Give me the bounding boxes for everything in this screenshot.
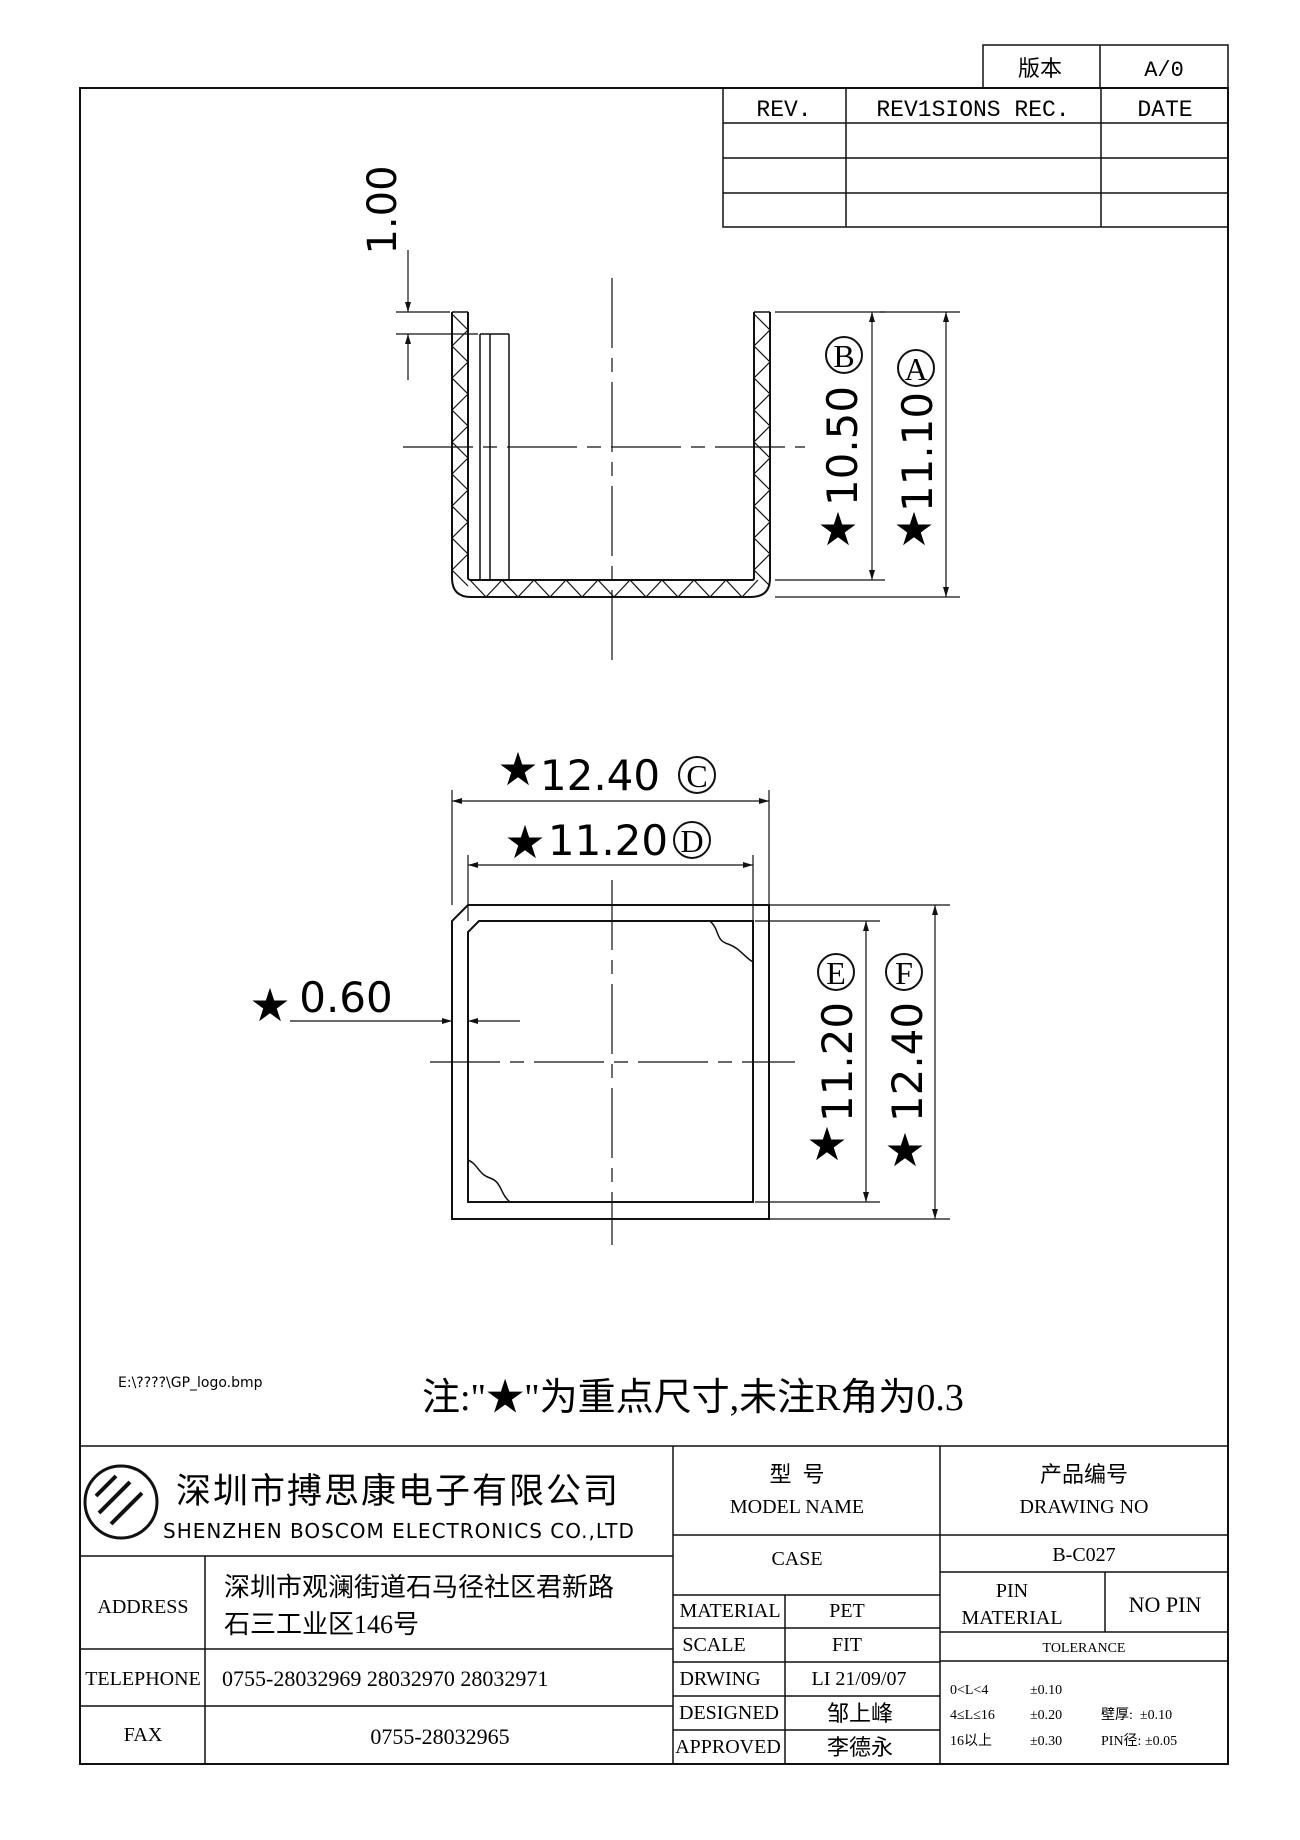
pin-material-label-2: MATERIAL <box>961 1607 1062 1629</box>
pin-value: NO PIN <box>1129 1592 1202 1617</box>
dim-wall: 0.60 <box>299 973 393 1022</box>
dim-A-value: 11.10 <box>893 392 942 512</box>
star-A: ★ <box>893 502 934 556</box>
model-name-en: MODEL NAME <box>730 1496 864 1518</box>
fax-value: 0755-28032965 <box>370 1724 509 1749</box>
dim-B-value: 10.50 <box>818 386 867 506</box>
label-F: F <box>895 955 913 991</box>
revision-table <box>722 44 1229 228</box>
hatch-left <box>451 313 469 587</box>
dim-F-value: 12.40 <box>883 1002 932 1122</box>
hatch-bottom <box>469 579 759 598</box>
tolerance-row3-extra: PIN径: ±0.05 <box>1101 1733 1177 1749</box>
model-name-value: CASE <box>771 1548 822 1570</box>
tolerance-row1-value: ±0.10 <box>1030 1683 1062 1698</box>
dim-top-gap: 1.00 <box>360 165 406 254</box>
material-label: MATERIAL <box>679 1600 780 1622</box>
pin-material-label-1: PIN <box>996 1580 1028 1602</box>
drwing-value: LI 21/09/07 <box>812 1668 907 1690</box>
tolerance-row2-value: ±0.20 <box>1030 1708 1062 1723</box>
address-line2: 石三工业区146号 <box>224 1610 419 1639</box>
label-B: B <box>833 338 854 374</box>
drawing-no-en: DRAWING NO <box>1020 1496 1149 1518</box>
telephone-value: 0755-28032969 28032970 28032971 <box>222 1666 548 1691</box>
inner-square <box>467 920 754 1203</box>
model-name-cn: 型 号 <box>769 1462 824 1487</box>
star-D: ★ <box>504 815 545 869</box>
star-F: ★ <box>884 1123 925 1177</box>
side-view: 1.00 10.50 B ★ 11.10 A ★ <box>360 165 960 660</box>
sheet-border <box>79 87 1229 1765</box>
drawing-no-value: B-C027 <box>1052 1544 1115 1566</box>
telephone-label: TELEPHONE <box>85 1668 201 1690</box>
star-E: ★ <box>806 1117 847 1171</box>
label-C: C <box>686 758 707 794</box>
top-view: ★ 12.40 C ★ 11.20 D ★ 0.60 11.20 E ★ 12.… <box>249 742 950 1245</box>
tolerance-row3-value: ±0.30 <box>1030 1734 1062 1749</box>
scale-label: SCALE <box>682 1634 745 1656</box>
side-outline <box>451 312 771 598</box>
star-B: ★ <box>817 502 858 556</box>
note-text: 注:"★"为重点尺寸,未注R角为0.3 <box>422 1377 964 1419</box>
dim-C-value: 12.40 <box>540 751 660 800</box>
outer-square <box>451 904 770 1220</box>
company-name-cn: 深圳市搏思康电子有限公司 <box>176 1472 620 1511</box>
drwing-label: DRWING <box>679 1668 760 1690</box>
dim-E-value: 11.20 <box>813 1002 862 1122</box>
material-value: PET <box>829 1600 865 1622</box>
fax-label: FAX <box>124 1724 163 1746</box>
tolerance-row3-range: 16以上 <box>950 1733 992 1749</box>
version-value: A/0 <box>1144 58 1184 83</box>
designed-value: 邹上峰 <box>827 1701 893 1726</box>
approved-label: APPROVED <box>675 1736 781 1758</box>
label-A: A <box>904 351 927 387</box>
hatch-right <box>753 313 771 587</box>
revisions-rec-header: REV1SIONS REC. <box>876 97 1069 123</box>
tolerance-row2-range: 4≤L≤16 <box>950 1708 995 1723</box>
company-logo <box>83 1464 159 1540</box>
version-label: 版本 <box>1018 57 1062 82</box>
logo-path-text: E:\????\GP_logo.bmp <box>118 1375 263 1391</box>
drawing-no-cn: 产品编号 <box>1040 1462 1128 1487</box>
date-header: DATE <box>1137 97 1192 123</box>
star-C: ★ <box>497 742 538 796</box>
tolerance-row1-range: 0<L<4 <box>950 1683 988 1698</box>
tolerance-label: TOLERANCE <box>1043 1641 1126 1656</box>
label-D: D <box>680 823 703 859</box>
rev-header: REV. <box>756 97 811 123</box>
address-label: ADDRESS <box>97 1596 188 1618</box>
approved-value: 李德永 <box>827 1735 893 1760</box>
designed-label: DESIGNED <box>679 1702 779 1724</box>
scale-value: FIT <box>832 1634 862 1656</box>
title-block-grid <box>80 1445 1228 1764</box>
dim-D-value: 11.20 <box>548 816 668 865</box>
star-wall: ★ <box>249 978 290 1032</box>
company-name-en: SHENZHEN BOSCOM ELECTRONICS CO.,LTD <box>163 1519 635 1543</box>
address-line1: 深圳市观澜街道石马径社区君新路 <box>224 1573 614 1602</box>
label-E: E <box>826 955 846 991</box>
tolerance-row2-extra: 壁厚: ±0.10 <box>1101 1707 1172 1723</box>
